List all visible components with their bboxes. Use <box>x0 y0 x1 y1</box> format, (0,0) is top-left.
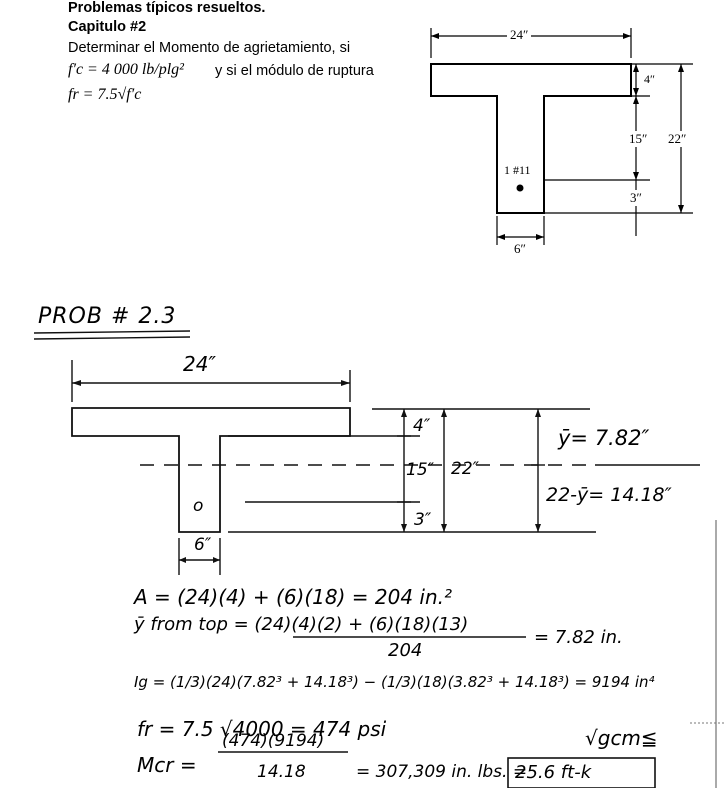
handwritten-problem-title: PROB # 2.3 <box>38 304 177 329</box>
printed-rebar-dot <box>516 184 524 192</box>
sketch-ybar-bottom-label: 22-ȳ= 14.18″ <box>546 484 672 506</box>
result-box <box>507 757 656 788</box>
printed-web-width-label: 6″ <box>514 241 526 256</box>
chapter-label: Capitulo #2 <box>68 19 147 35</box>
sketch-web-label: 15″ <box>406 460 434 480</box>
sketch-total-label: 22″ <box>451 459 479 479</box>
statement-fr: fr = 7.5√f′c <box>68 86 142 103</box>
sketch-flange-label: 4″ <box>413 416 431 436</box>
calc-area: A = (24)(4) + (6)(18) = 204 in.² <box>134 585 453 609</box>
calc-modulus-of-rupture: fr = 7.5 √4000 = 474 psi <box>137 717 387 741</box>
printed-bar-label: 1 #11 <box>504 163 531 177</box>
statement-line-1: Determinar el Momento de agrietamiento, … <box>68 40 351 56</box>
calc-ybar-denominator: 204 <box>388 640 423 661</box>
calc-mcr-denominator: 14.18 <box>257 762 306 782</box>
calc-mcr-numerator: (474)(9194) <box>222 731 325 751</box>
statement-fc: f′c = 4 000 lb/plg² <box>68 61 184 78</box>
handwritten-signature: √gcm≦ <box>585 726 658 750</box>
printed-width-label: 24″ <box>507 27 532 43</box>
statement-line-2: y si el módulo de ruptura <box>215 63 374 79</box>
sketch-web-width-label: 6″ <box>194 535 212 555</box>
sketch-bar-mark: o <box>193 496 204 516</box>
calc-moment-of-inertia: Ig = (1/3)(24)(7.82³ + 14.18³) − (1/3)(1… <box>134 673 655 691</box>
sketch-ybar-label: ȳ= 7.82″ <box>558 426 650 450</box>
sketch-width-label: 24″ <box>183 352 216 376</box>
printed-web-label: 15″ <box>629 131 648 147</box>
sketch-cover-label: 3″ <box>414 510 432 530</box>
calc-ybar-numerator: ȳ from top = (24)(4)(2) + (6)(18)(13) <box>134 614 469 635</box>
calc-mcr-result: = 307,309 in. lbs. = <box>356 762 528 782</box>
handwritten-t-outline <box>71 407 351 533</box>
printed-cover-label: 3″ <box>630 190 642 206</box>
calc-ybar-result: = 7.82 in. <box>534 627 623 648</box>
calc-mcr-boxed-result: 25.6 ft-k <box>515 762 592 783</box>
printed-t-outline <box>430 63 632 214</box>
problems-title: Problemas típicos resueltos. <box>68 0 266 16</box>
calc-mcr-label: Mcr = <box>137 753 197 777</box>
printed-flange-label: 4″ <box>644 72 655 86</box>
printed-total-label: 22″ <box>668 131 687 147</box>
